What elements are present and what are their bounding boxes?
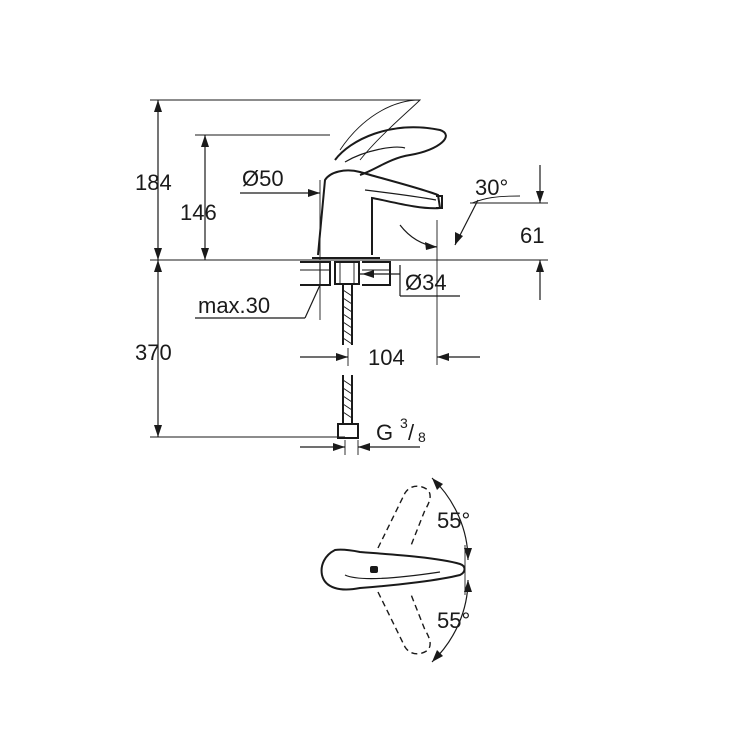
dim-label-55deg-top: 55°	[437, 508, 470, 533]
dim-label-thread-slash: /	[408, 420, 415, 445]
dimension-184: 184	[135, 100, 172, 260]
angle-30: 30°	[399, 175, 521, 250]
dimension-104: 104	[300, 345, 480, 370]
dim-label-max30: max.30	[198, 293, 270, 318]
dim-label-55deg-bottom: 55°	[437, 608, 470, 633]
dim-label-thread-num: 3	[400, 415, 408, 431]
dimension-d50: Ø50	[240, 166, 321, 260]
dim-label-30deg: 30°	[475, 175, 508, 200]
dimension-61: 61	[520, 165, 544, 300]
dim-label-370: 370	[135, 340, 172, 365]
faucet-body	[312, 99, 447, 259]
dim-label-184: 184	[135, 170, 172, 195]
extension-lines	[150, 99, 548, 455]
dim-label-thread-den: 8	[418, 429, 426, 445]
dim-label-d50: Ø50	[242, 166, 284, 191]
dimension-d34: Ø34	[360, 265, 460, 297]
dim-label-61: 61	[520, 223, 544, 248]
dimension-g38: G 3 / 8	[300, 415, 426, 451]
dimension-146: 146	[180, 135, 217, 260]
dim-label-146: 146	[180, 200, 217, 225]
dim-label-104: 104	[368, 345, 405, 370]
dimension-370: 370	[135, 260, 172, 437]
dimension-max30: max.30	[195, 262, 321, 319]
dim-label-d34: Ø34	[405, 270, 447, 295]
top-view: 55° 55°	[320, 477, 472, 663]
dim-label-g: G	[376, 420, 393, 445]
